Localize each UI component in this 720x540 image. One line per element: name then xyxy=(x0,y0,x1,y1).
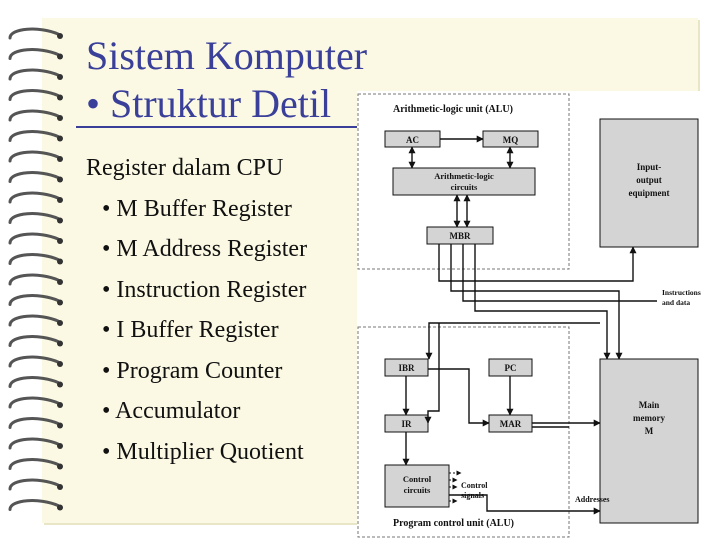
bullet-item: • Accumulator xyxy=(102,398,241,424)
spiral-ring xyxy=(8,458,63,470)
spiral-ring xyxy=(8,109,63,122)
spiral-ring xyxy=(8,130,63,142)
bullet-item: • Multiplier Quotient xyxy=(102,438,304,465)
memory-label-1: Main xyxy=(639,400,660,410)
bullet-item: • Program Counter xyxy=(102,357,283,384)
bullet-list: Register dalam CPU • M Buffer Register •… xyxy=(86,148,307,472)
control-circuits-label-2: circuits xyxy=(404,485,431,495)
spiral-binding xyxy=(8,27,63,511)
instructions-label-1: Instructions xyxy=(662,288,701,297)
alc-box xyxy=(392,167,536,196)
mar-label: MAR xyxy=(500,419,522,429)
control-circuits-box xyxy=(384,464,450,508)
mq-label: MQ xyxy=(503,135,519,145)
io-label-3: equipment xyxy=(628,188,669,198)
spiral-ring xyxy=(8,376,63,388)
title-underline xyxy=(76,126,366,128)
addresses-label: Addresses xyxy=(575,495,610,504)
spiral-ring xyxy=(8,478,63,491)
spiral-ring xyxy=(8,355,63,368)
spiral-ring xyxy=(8,314,63,327)
spiral-ring xyxy=(8,417,63,429)
bullet-item: • M Address Register xyxy=(102,236,308,262)
diagram-canvas: Arithmetic-logic unit (ALU) AC MQ Arithm… xyxy=(357,93,701,538)
spiral-ring xyxy=(8,191,63,204)
ibr-label: IBR xyxy=(398,363,415,373)
io-label-2: output xyxy=(636,175,662,185)
title-line-2: • Struktur Detil xyxy=(86,81,332,126)
bullet-heading: Register dalam CPU xyxy=(86,155,284,181)
spiral-ring xyxy=(8,396,63,409)
mbr-label: MBR xyxy=(450,231,471,241)
memory-label-2: memory xyxy=(633,413,665,423)
memory-label-3: M xyxy=(645,426,654,436)
main-memory-box xyxy=(599,358,699,524)
spiral-ring xyxy=(8,89,63,101)
ir-label: IR xyxy=(401,419,412,429)
bullet-item: • Instruction Register xyxy=(102,276,307,303)
spiral-ring xyxy=(8,171,63,183)
spiral-ring xyxy=(8,499,63,511)
control-circuits-label-1: Control xyxy=(403,474,432,484)
instructions-label-2: and data xyxy=(662,298,690,307)
ac-label: AC xyxy=(406,135,419,145)
slide-title: Sistem Komputer • Struktur Detil xyxy=(86,32,367,128)
spiral-ring xyxy=(8,273,63,286)
title-line-1: Sistem Komputer xyxy=(86,33,368,78)
bullet-item: • I Buffer Register xyxy=(102,317,279,343)
pcu-title: Program control unit (ALU) xyxy=(393,518,514,529)
spiral-ring xyxy=(8,212,63,224)
spiral-ring xyxy=(8,253,63,265)
alc-label-1: Arithmetic-logic xyxy=(434,171,494,181)
control-signal-arrows xyxy=(449,470,462,504)
spiral-ring xyxy=(8,437,63,450)
cpu-structure-diagram: Arithmetic-logic unit (ALU) AC MQ Arithm… xyxy=(357,91,720,540)
control-signals-label-1: Control xyxy=(461,481,488,490)
io-box xyxy=(599,118,699,248)
spiral-ring xyxy=(8,150,63,163)
alu-title: Arithmetic-logic unit (ALU) xyxy=(393,104,513,115)
pc-label: PC xyxy=(505,363,517,373)
bullet-item: • M Buffer Register xyxy=(102,195,292,222)
io-label-1: Input- xyxy=(637,162,662,172)
alc-label-2: circuits xyxy=(451,182,478,192)
spiral-ring xyxy=(8,335,63,347)
spiral-ring xyxy=(8,232,63,245)
spiral-ring xyxy=(8,48,63,60)
spiral-ring xyxy=(8,27,63,40)
spiral-ring xyxy=(8,68,63,81)
spiral-ring xyxy=(8,294,63,306)
pcu-dashed-border xyxy=(357,326,570,538)
diagram-connections xyxy=(402,135,657,515)
